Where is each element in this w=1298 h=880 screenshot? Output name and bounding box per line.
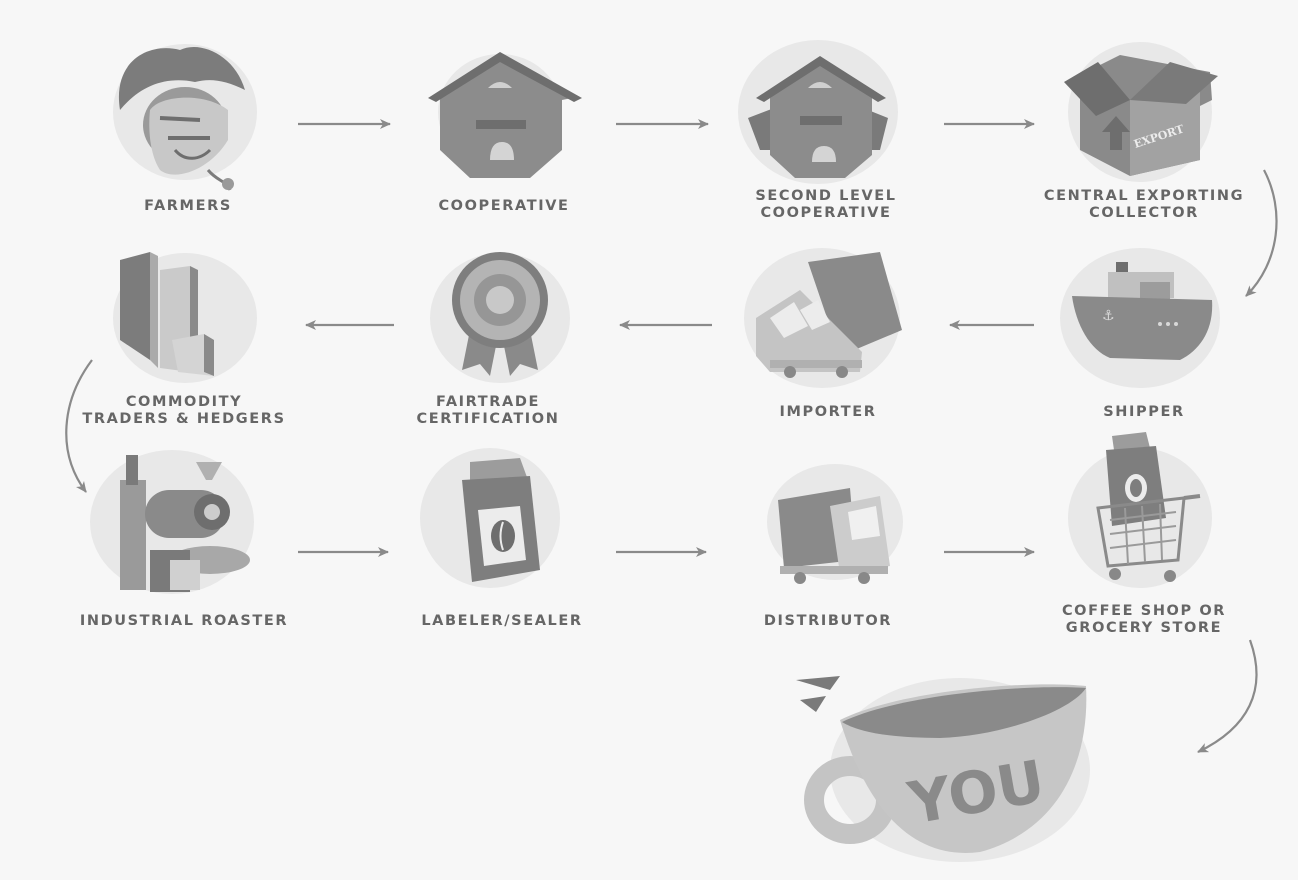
label-coffee-shop-grocery: COFFEE SHOP OR GROCERY STORE [1034, 603, 1254, 637]
svg-text:⚓: ⚓ [1102, 308, 1115, 324]
label-labeler-sealer: LABELER/SEALER [392, 613, 612, 630]
label-distributor: DISTRIBUTOR [718, 613, 938, 630]
cooperative-house-icon [428, 52, 582, 178]
label-central-exporting-collector: CENTRAL EXPORTING COLLECTOR [1034, 188, 1254, 222]
label-commodity-traders: COMMODITY TRADERS & HEDGERS [74, 394, 294, 428]
label-second-level-cooperative: SECOND LEVEL COOPERATIVE [716, 188, 936, 222]
label-importer: IMPORTER [718, 404, 938, 421]
label-shipper: SHIPPER [1034, 404, 1254, 421]
label-fairtrade-certification: FAIRTRADE CERTIFICATION [378, 394, 598, 428]
label-cooperative: COOPERATIVE [394, 198, 614, 215]
arrow-shop-you [1198, 640, 1257, 752]
label-farmers: FARMERS [78, 198, 298, 215]
label-industrial-roaster: INDUSTRIAL ROASTER [74, 613, 294, 630]
coffee-bag-icon [462, 458, 540, 582]
delivery-truck-icon [778, 488, 890, 584]
